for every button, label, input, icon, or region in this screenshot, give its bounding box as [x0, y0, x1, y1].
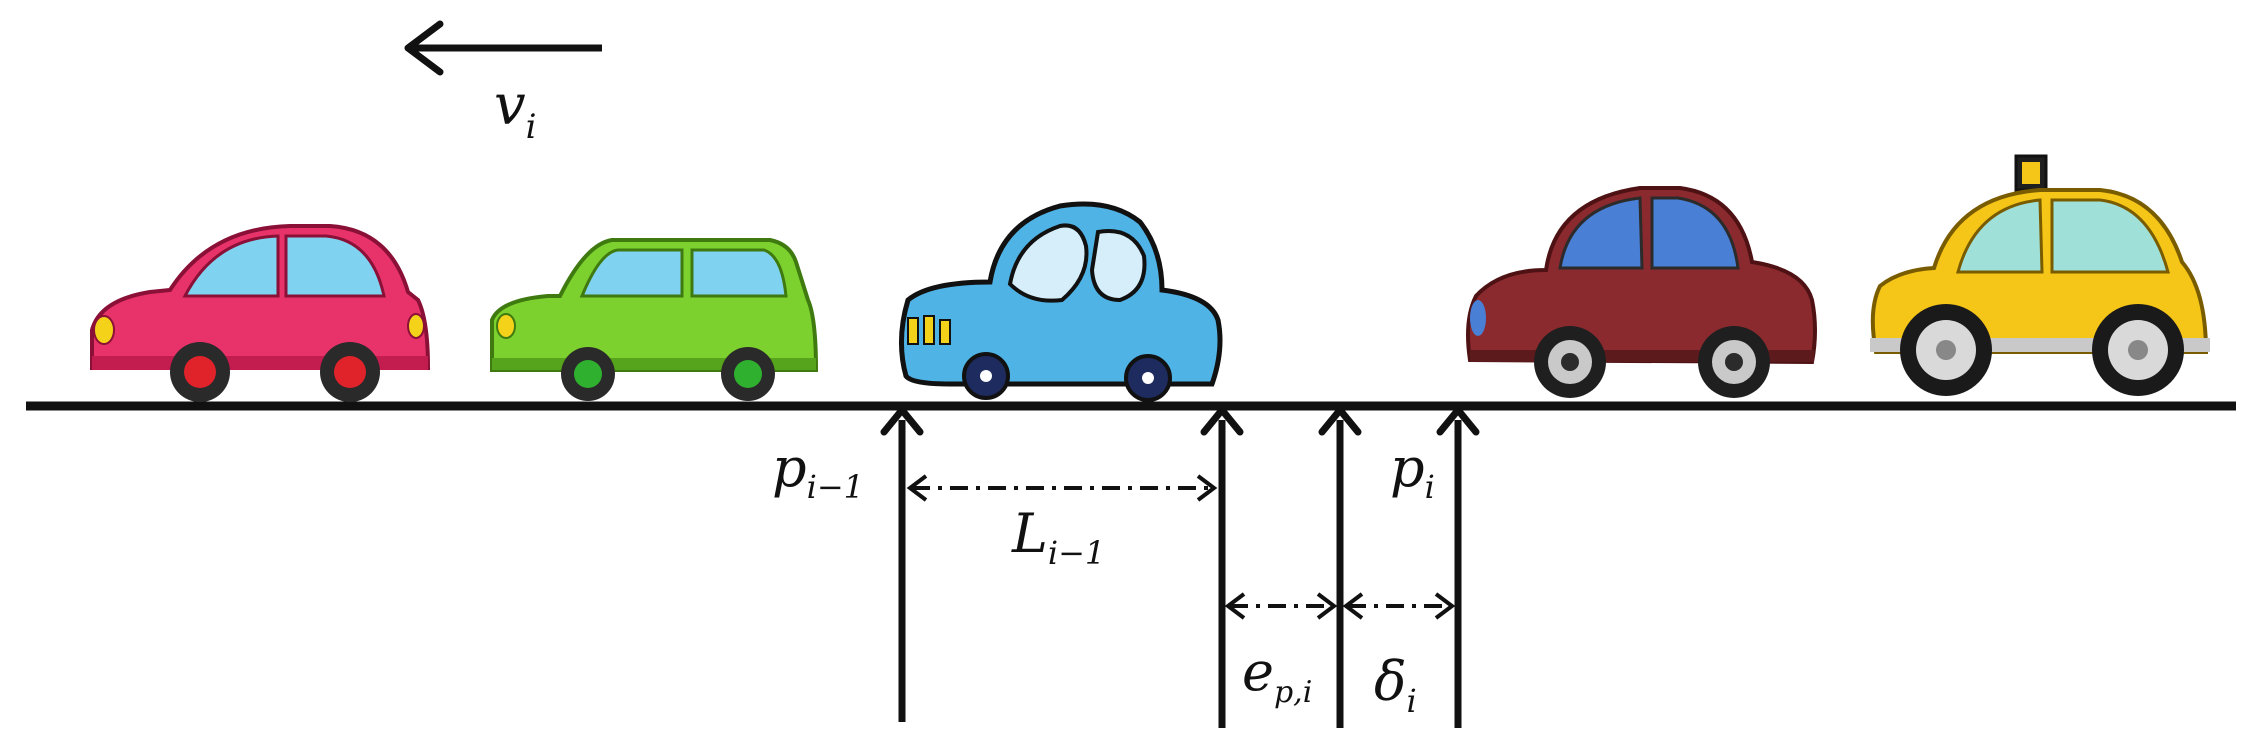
- label-delta-i: δi: [1374, 650, 1417, 720]
- label-L-prev: Li−1: [1011, 502, 1105, 572]
- label-p-prev: pi−1: [772, 436, 864, 506]
- pink-car: [90, 224, 431, 402]
- dimension-L-prev: [906, 474, 1218, 502]
- maroon-car: [1466, 186, 1817, 398]
- dimension-delta-i: [1342, 592, 1456, 620]
- velocity-arrow: [404, 20, 602, 76]
- arrow-estimated-position: [1318, 406, 1362, 728]
- label-e-pi: ep,i: [1242, 640, 1312, 710]
- blue-cartoon-car: [898, 201, 1223, 402]
- green-car: [490, 238, 819, 401]
- yellow-taxi: [1870, 154, 2210, 396]
- velocity-label: vi: [494, 73, 537, 147]
- arrow-p-prev: [880, 406, 924, 722]
- arrow-rear-of-prev-car: [1200, 406, 1244, 728]
- arrow-p-i: [1436, 406, 1480, 728]
- dimension-e-pi: [1224, 592, 1338, 620]
- label-p-i: pi: [1390, 436, 1435, 506]
